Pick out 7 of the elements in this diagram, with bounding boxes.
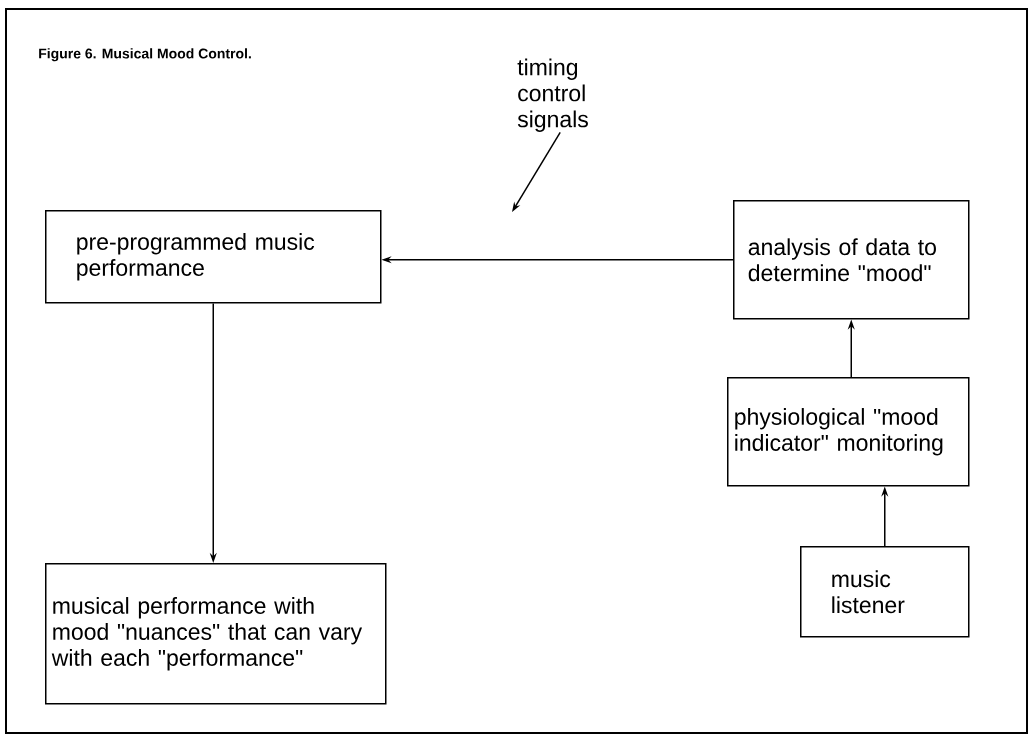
process-box: physiological "mood indicator" monitoring <box>727 377 970 487</box>
figure-title: Figure 6. Musical Mood Control. <box>39 48 251 62</box>
process-box: musical performance with mood "nuances" that can vary with each "performance" <box>45 563 387 705</box>
process-box: music listener <box>800 546 970 638</box>
annotation-text: timing control signals <box>517 58 588 132</box>
process-box: analysis of data to determine "mood" <box>733 200 970 320</box>
process-box: pre-programmed music performance <box>45 210 382 304</box>
